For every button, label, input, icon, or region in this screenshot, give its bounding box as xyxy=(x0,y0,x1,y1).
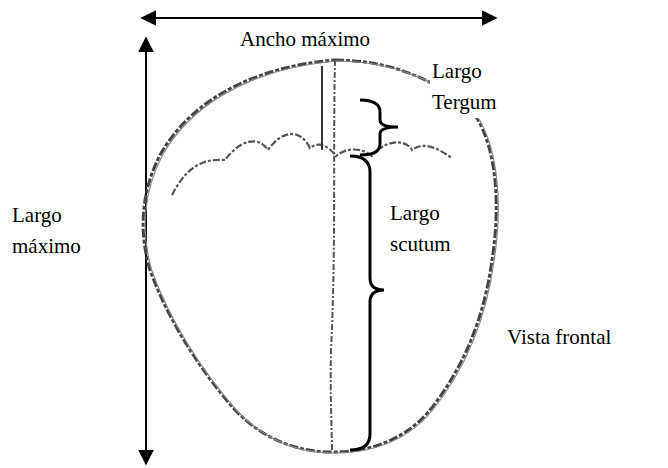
dimension-label: Largo scutum xyxy=(388,198,472,260)
shell-outline xyxy=(143,60,496,452)
width-arrow xyxy=(142,17,496,19)
dimension-label: Ancho máximo xyxy=(238,24,372,55)
view-label: Vista frontal xyxy=(505,322,613,353)
shell-outline-shade xyxy=(145,61,498,453)
central-suture xyxy=(331,60,335,452)
scutum-brace xyxy=(350,156,384,450)
tergum-suture xyxy=(321,66,323,150)
dimension-label: Largo Tergum xyxy=(430,56,516,118)
tergum-scutum-boundary xyxy=(172,134,452,195)
dimension-label: Largo máximo xyxy=(10,200,108,262)
tergum-brace xyxy=(360,100,398,155)
